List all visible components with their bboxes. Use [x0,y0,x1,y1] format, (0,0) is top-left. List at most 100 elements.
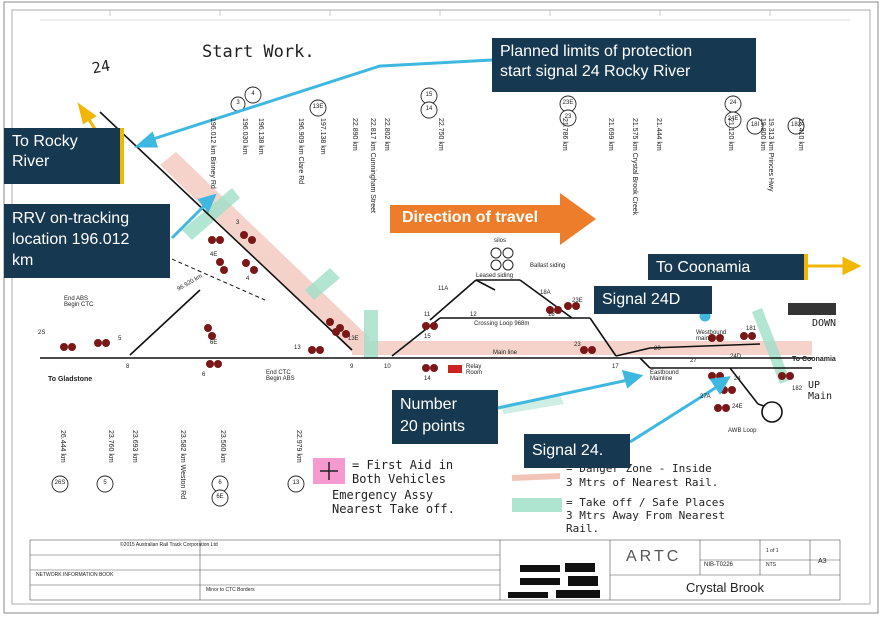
callout-leaders [133,58,731,444]
signal-id-label: 27A [700,394,711,400]
signal-number-text: 15 [425,92,433,98]
handwritten-takeoff: = Take off / Safe Places 3 Mtrs Away Fro… [566,496,725,535]
top-km-label: 19.313 km Princes Hwy [767,118,774,192]
end-abs-label: End ABS Begin CTC [64,296,94,308]
signal-number-text: 4 [251,91,255,97]
signal-id-label: 15 [424,334,431,340]
ballast-siding-label: Ballast siding [530,263,566,269]
drawing-no-text: NIB-T0226 [704,562,734,568]
relay-room-label: Relay Room [466,364,483,376]
leased-siding-label: Leased siding [476,273,514,279]
signal-number-text: 24E [727,116,739,122]
signal-id-label: 14 [424,376,431,382]
signal-number-circles [51,86,805,507]
bottom-km-label: 23.760 km [107,430,114,463]
copyright-text: ©2015 Australian Rail Track Corporation … [120,542,218,548]
top-km-label: 22.890 km [351,118,358,151]
danger-legend-swatch [511,473,561,481]
top-km-label: 21.444 km [655,118,662,151]
callout-to-rocky-river: To Rocky River [4,128,124,184]
direction-of-travel-label: Direction of travel [402,209,539,226]
sheet-border [3,1,879,614]
signal-id-label: 24 [734,376,741,382]
callout-signal-24: Signal 24. [524,434,630,468]
bottom-km-label: 23.693 km [131,430,138,463]
signal-number-text: 26S [54,480,66,486]
signal-id-label: 10 [384,364,391,370]
signal-number-text: 23 [564,114,572,120]
title-block [29,539,841,601]
top-km-label: 196.138 km [257,118,264,155]
book-title-text: NETWORK INFORMATION BOOK [36,572,114,578]
westbound-main-label: Westbound main [696,330,727,342]
top-km-label: 21.575 km Crystal Brook Creek [631,118,638,216]
handwritten-signal-no: 24 [90,56,112,78]
signal-id-label: 6E [210,340,218,346]
signal-id-label: 3 [236,220,240,226]
top-km-label: 21.786 km [561,118,568,151]
signal-id-label: 9 [350,364,354,370]
main-line-label: Main line [493,350,518,356]
bottom-km-label: 23.582 km Weston Rd [179,430,186,500]
sheet-text: 1 of 1 [766,548,779,554]
scale-text: NTS [766,562,776,568]
bottom-km-label: 22.979 km [295,430,302,463]
takeoff-legend-swatch [512,498,562,512]
signal-id-label: 182 [792,386,803,392]
awb-loop-label: AWB Loop [728,428,757,434]
top-km-label: 22.817 km Cunningham Street [369,118,376,213]
signal-number-text: 3 [236,100,240,106]
signal-id-label: 20 [654,346,661,352]
signal-number-text: 6E [216,494,224,500]
signal-id-label: 17 [612,364,619,370]
handwritten-down-main: DOWN [812,318,837,329]
callout-number-20-points: Number 20 points [392,390,498,444]
track-lines [40,111,812,423]
signal-number-text: 18I [750,122,760,128]
callout-to-coonamia: To Coonamia [648,254,808,280]
revision-note-text: Minor to CTC Borders [206,587,255,593]
top-km-label: 21.120 km [727,118,734,151]
relay-room-icon [448,365,462,373]
crossing-loop-label: Crossing Loop 968m [474,321,530,327]
top-km-label: 21.699 km [607,118,614,151]
signal-id-label: 11A [438,286,449,292]
handwritten-start-work: Start Work. [202,42,315,62]
callout-rrv-on-tracking: RRV on-tracking location 196.012 km [4,204,170,278]
signal-id-label: 181 [746,326,757,332]
end-ctc-label: End CTC Begin ABS [266,370,295,382]
direction-of-travel-arrow: Direction of travel [390,193,596,245]
signal-id-label: 12 [470,312,477,318]
signal-id-label: 27 [690,358,697,364]
silos-label: silos [494,238,507,244]
signal-id-label: 2S [38,330,46,336]
signal-id-label: 6 [202,372,206,378]
signal-number-text: 5 [103,480,107,486]
silos-icon [490,247,514,271]
signal-id-label: 4 [246,276,250,282]
top-km-label: 196.909 km Clare Rd [297,118,304,185]
callout-planned-limits: Planned limits of protection start signa… [492,38,756,92]
signal-id-label: 23E [572,298,583,304]
redactions [508,303,836,598]
signal-id-label: 18 [548,312,555,318]
signal-id-label: 23 [574,342,581,348]
signal-id-label: 11 [424,312,431,318]
bottom-km-label: 23.560 km [219,430,226,463]
to-coonamia-track-label: To Coonamia [792,356,836,363]
signal-heads [60,231,794,412]
signal-number-text: 13E [312,104,324,110]
artc-logo: ARTC [626,548,682,565]
signal-number-text: 23E [562,100,574,106]
signal-id-label: 13E [348,336,359,342]
handwritten-first-aid: = First Aid in Both Vehicles [352,458,454,486]
top-km-label: 196.030 km [241,118,248,155]
signal-id-label: 18A [540,290,551,296]
top-km-label: 197.138 km [319,118,326,155]
location-title: Crystal Brook [686,580,765,595]
eastbound-mainline-label: Eastbound Mainline [650,370,679,382]
handwritten-emergency: Emergency Assy Nearest Take off. [332,488,455,516]
top-km-label: 22.802 km [383,118,390,151]
signal-number-text: 24 [729,100,737,106]
